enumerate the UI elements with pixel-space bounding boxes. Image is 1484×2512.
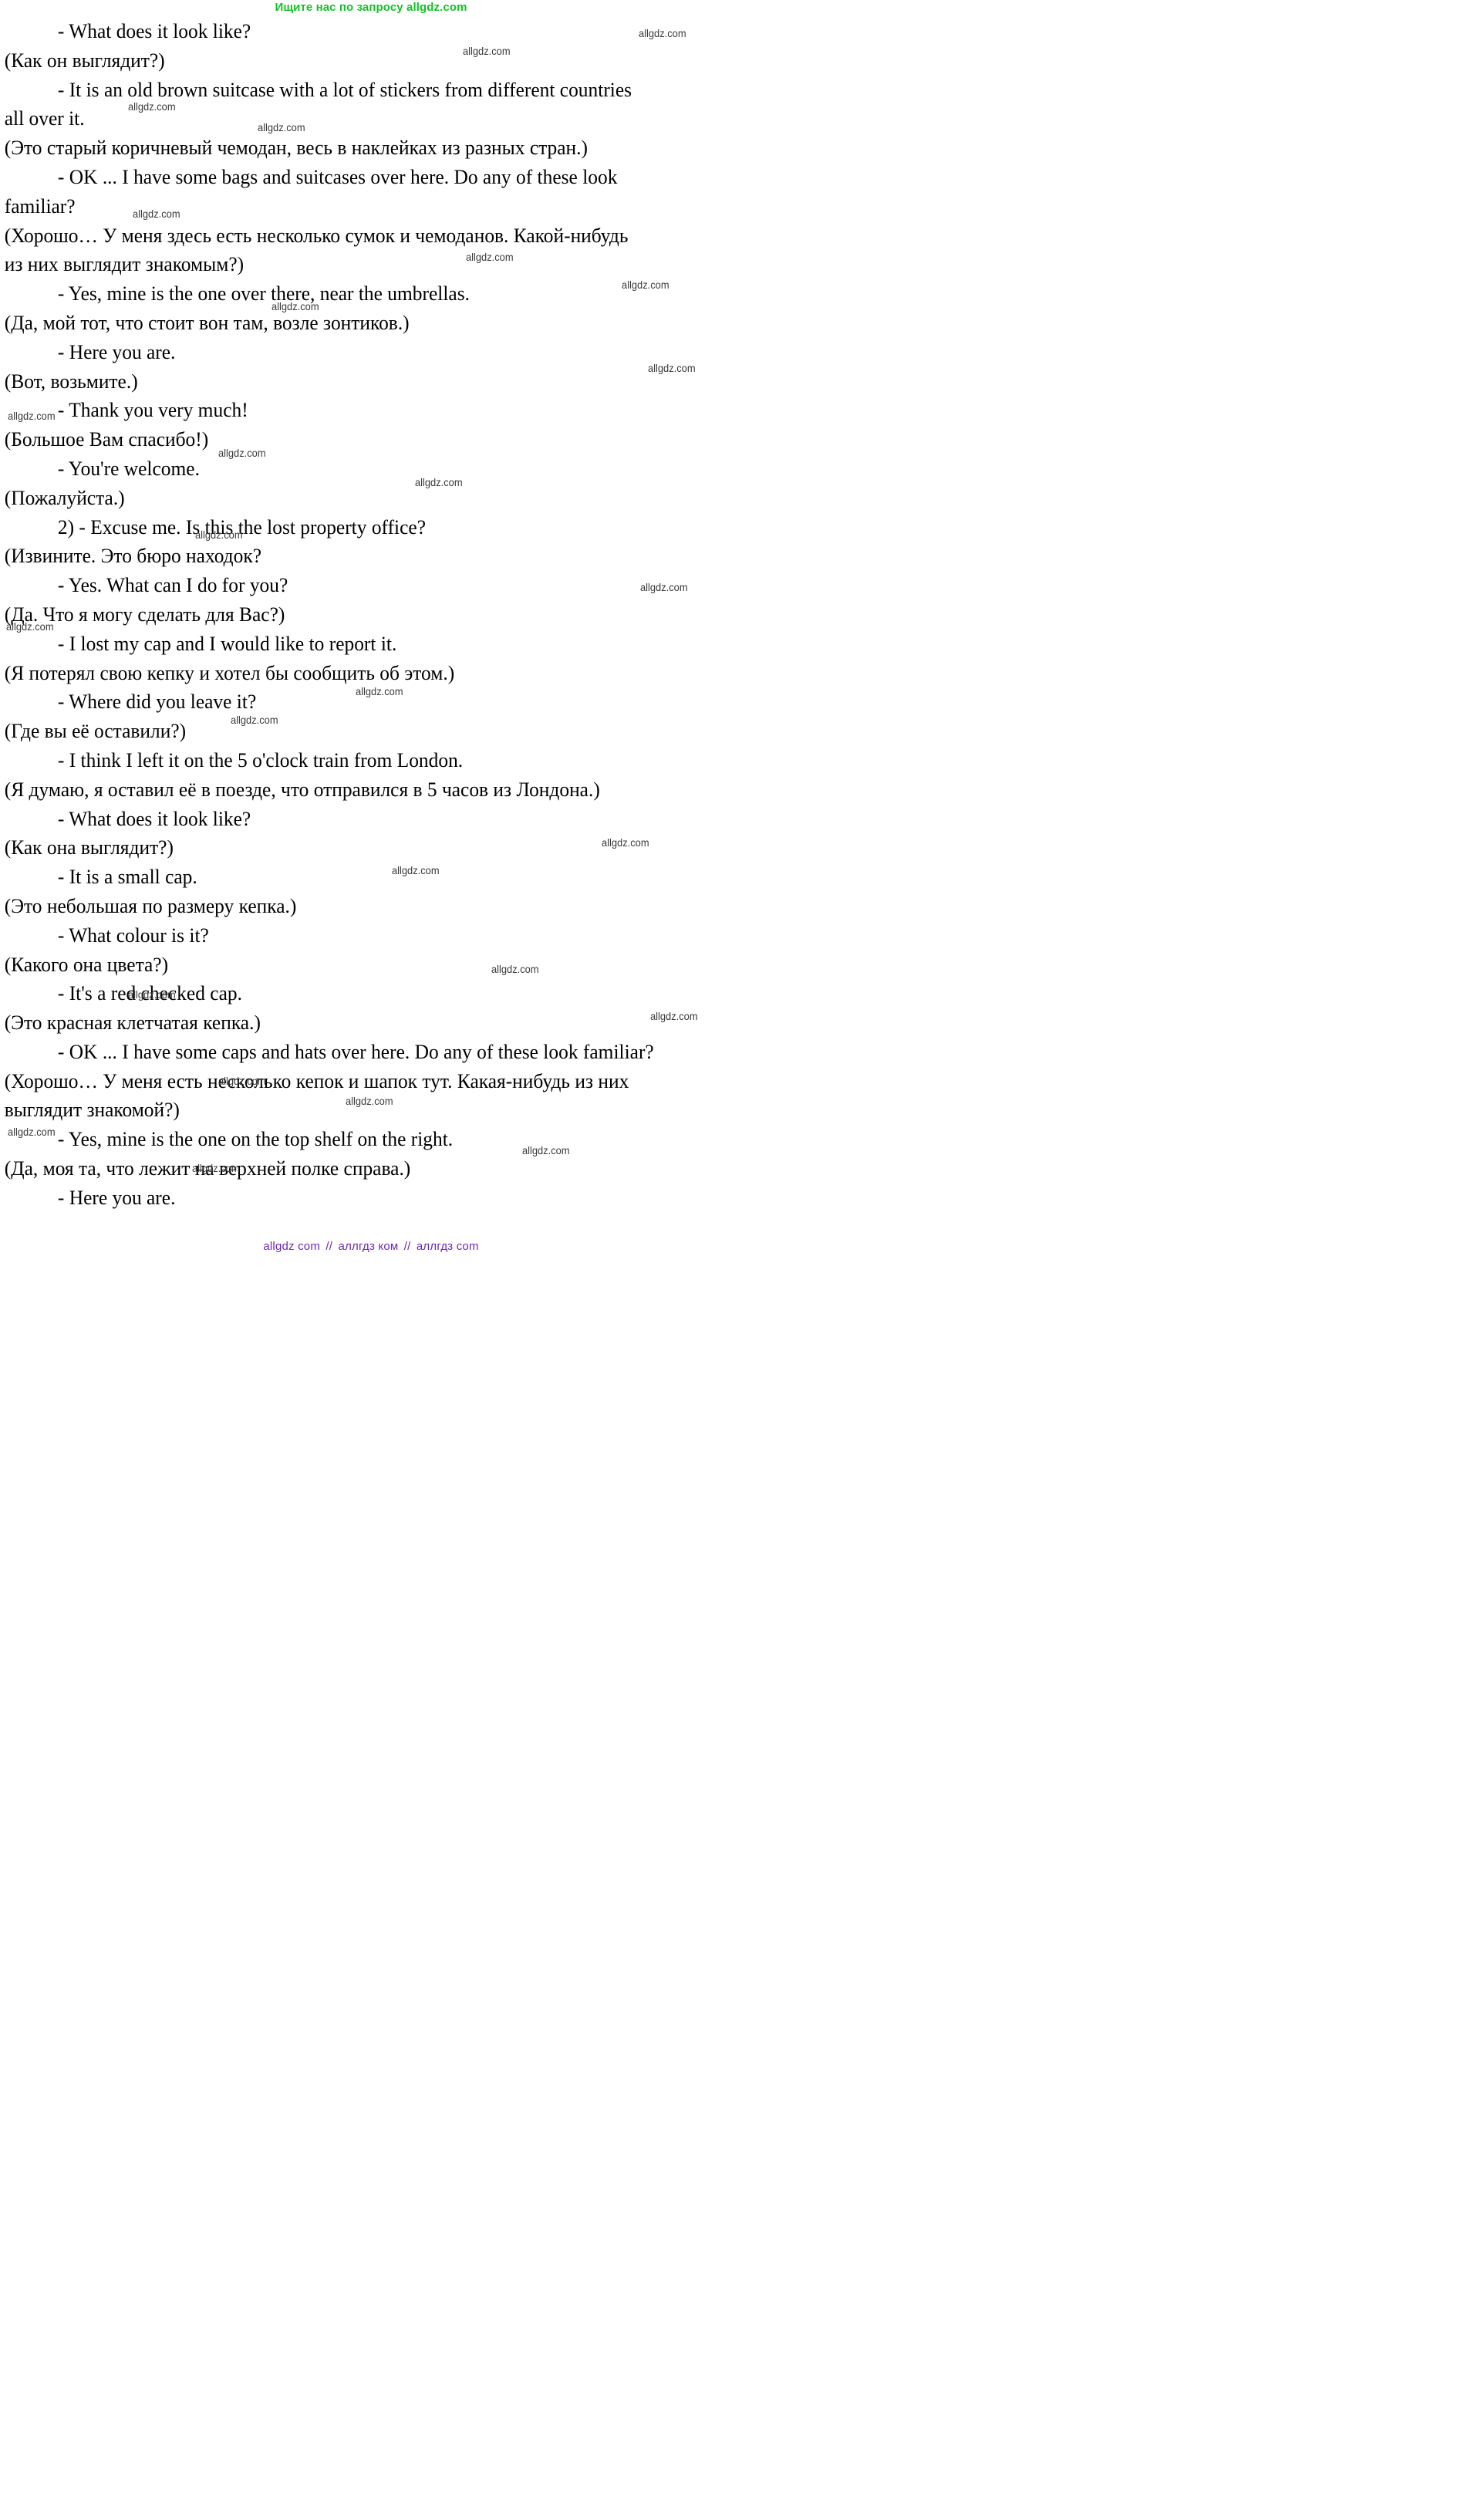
dialogue-line: - OK ... I have some bags and suitcases … — [57, 164, 618, 188]
dialogue-line: - OK ... I have some caps and hats over … — [57, 1039, 654, 1063]
dialogue-line: из них выглядит знакомым?) — [4, 252, 245, 276]
dialogue-line: - Here you are. — [57, 339, 176, 363]
footer-part-3: аллгдз com — [416, 1240, 479, 1253]
dialogue-line: - I lost my cap and I would like to repo… — [57, 631, 397, 655]
dialogue-line: (Хорошо… У меня есть несколько кепок и ш… — [4, 1069, 629, 1092]
dialogue-line: all over it. — [4, 106, 85, 130]
promo-banner: Ищите нас по запросу allgdz.com — [275, 1, 467, 14]
footer-separator-2: // — [403, 1240, 411, 1253]
dialogue-line: (Я думаю, я оставил её в поезде, что отп… — [4, 777, 600, 801]
dialogue-line: - I think I left it on the 5 o'clock tra… — [57, 748, 464, 771]
dialogue-line: (Да, моя та, что лежит на верхней полке … — [4, 1156, 411, 1180]
dialogue-line: - It is a small cap. — [57, 865, 197, 889]
footer-separator-1: // — [325, 1240, 333, 1253]
dialogue-line: - It's a red checked cap. — [57, 981, 242, 1005]
dialogue-line: (Как он выглядит?) — [4, 48, 165, 72]
dialogue-line: (Как она выглядит?) — [4, 836, 174, 859]
dialogue-line: - What colour is it? — [57, 923, 209, 947]
dialogue-line: (Да. Что я могу сделать для Вас?) — [4, 602, 285, 626]
dialogue-line: выглядит знакомой?) — [4, 1098, 180, 1122]
document-body: - What does it look like? (Как он выгляди… — [0, 17, 742, 1213]
dialogue-line: (Какого она цвета?) — [4, 952, 169, 976]
dialogue-line: (Пожалуйста.) — [4, 485, 125, 509]
dialogue-line: (Где вы её оставили?) — [4, 719, 187, 743]
dialogue-line: - Yes, mine is the one over there, near … — [57, 282, 470, 306]
dialogue-line: familiar? — [4, 194, 76, 218]
dialogue-line: 2) - Excuse me. Is this the lost propert… — [57, 515, 426, 539]
dialogue-line: (Хорошо… У меня здесь есть несколько сум… — [4, 223, 629, 247]
dialogue-line: (Я потерял свою кепку и хотел бы сообщит… — [4, 660, 455, 684]
dialogue-line: (Вот, возьмите.) — [4, 369, 138, 393]
dialogue-line: - Yes. What can I do for you? — [57, 573, 288, 597]
footer-part-2: аллгдз ком — [338, 1240, 399, 1253]
dialogue-line: - Yes, mine is the one on the top shelf … — [57, 1127, 454, 1151]
dialogue-line: (Извините. Это бюро находок? — [4, 544, 262, 568]
dialogue-line: - It is an old brown suitcase with a lot… — [57, 77, 632, 101]
dialogue-line: (Да, мой тот, что стоит вон там, возле з… — [4, 310, 410, 334]
footer-links: allgdz com // аллгдз ком // аллгдз com — [0, 1240, 742, 1253]
dialogue-line: - Where did you leave it? — [57, 690, 257, 714]
dialogue-line: - What does it look like? — [57, 19, 251, 42]
dialogue-line: (Большое Вам спасибо!) — [4, 427, 209, 451]
footer-part-1: allgdz com — [263, 1240, 321, 1253]
dialogue-line: - Here you are. — [57, 1185, 176, 1209]
dialogue-line: - You're welcome. — [57, 456, 200, 480]
dialogue-line: - Thank you very much! — [57, 398, 248, 422]
dialogue-line: (Это старый коричневый чемодан, весь в н… — [4, 136, 589, 160]
dialogue-line: (Это небольшая по размеру кепка.) — [4, 893, 297, 917]
dialogue-line: (Это красная клетчатая кепка.) — [4, 1011, 261, 1035]
dialogue-line: - What does it look like? — [57, 806, 251, 830]
